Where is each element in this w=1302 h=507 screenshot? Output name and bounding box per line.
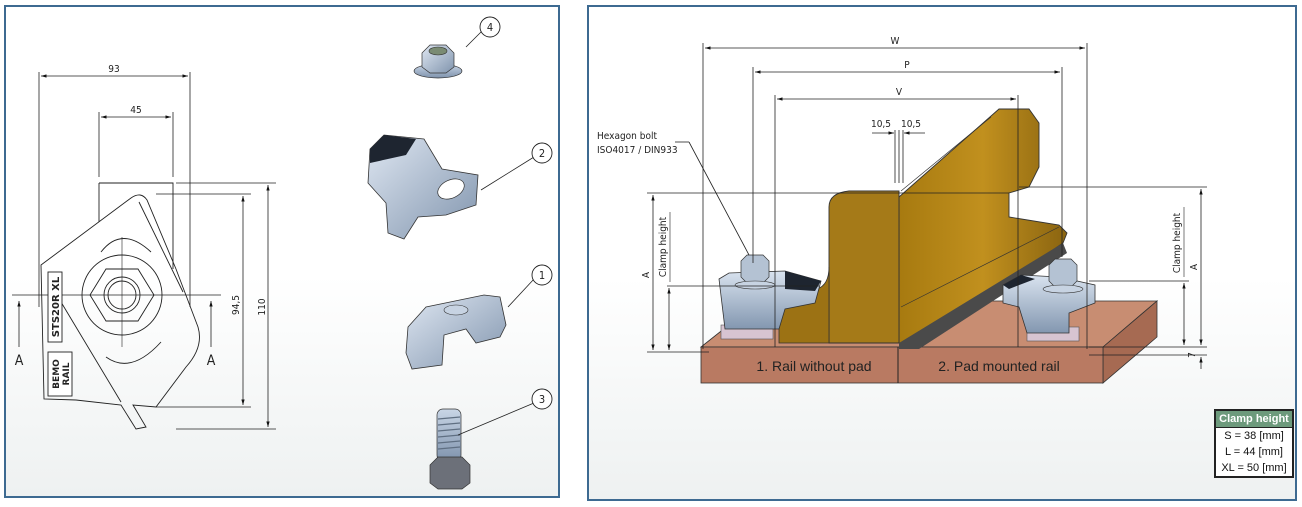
legend-title: Clamp height: [1216, 411, 1292, 428]
rail-profile: [778, 108, 1068, 349]
dimension-a-right: A Clamp height 7: [1019, 186, 1207, 369]
svg-text:A: A: [15, 353, 24, 369]
legend-row-l: L = 44 [mm]: [1225, 446, 1283, 458]
installation-diagram-panel: 1. Rail without pad 2. Pad mounted rail: [587, 5, 1297, 501]
label-rail-without-pad: 1. Rail without pad: [756, 358, 871, 374]
legend-row-xl: XL = 50 [mm]: [1221, 462, 1287, 474]
technical-drawing-panel: 93 45 94,5 110 A: [4, 5, 560, 498]
callout-line-2: ISO4017 / DIN933: [597, 145, 678, 156]
clamp-outline: [40, 182, 200, 430]
clamp-label-sts20r: STS20R XL: [47, 271, 63, 343]
label-pad-mounted-rail: 2. Pad mounted rail: [938, 358, 1059, 374]
dim-v-label: V: [896, 87, 903, 98]
dimension-45: 45: [98, 105, 174, 177]
clamp-label-bemo-rail: BEMO RAIL: [47, 351, 73, 397]
legend-row-s: S = 38 [mm]: [1224, 430, 1284, 442]
hexagon-bolt-callout: Hexagon bolt ISO4017 / DIN933: [597, 131, 750, 256]
svg-text:RAIL: RAIL: [62, 362, 72, 385]
rail-clamp-installation-drawing: 1. Rail without pad 2. Pad mounted rail: [597, 36, 1207, 384]
dim-94-5-label: 94,5: [231, 295, 242, 315]
dim-110-label: 110: [257, 298, 268, 315]
dim-gap-left-label: 10,5: [871, 119, 891, 130]
dimension-gaps: 10,5 10,5: [871, 119, 925, 183]
part-number-1: 1: [539, 269, 545, 282]
dim-a-left-label: A: [641, 271, 652, 278]
part-3-hexagon-bolt: 3: [429, 388, 553, 490]
dimension-94-5: 94,5: [156, 193, 251, 408]
clamp-height-legend: Clamp height S = 38 [mm] L = 44 [mm] XL …: [1214, 409, 1294, 478]
dim-45-label: 45: [130, 105, 141, 116]
clamp-height-right-label: Clamp height: [1172, 212, 1183, 273]
part-1-spacer-block: 1: [405, 264, 553, 370]
dimension-w: W: [702, 36, 1088, 349]
part-number-3: 3: [539, 393, 545, 406]
section-marker-right: A: [207, 301, 216, 369]
part-4-flange-nut: 4: [413, 16, 501, 79]
dim-a-right-label: A: [1189, 263, 1200, 270]
part-number-2: 2: [539, 147, 545, 160]
dimension-110: 110: [176, 182, 276, 430]
dim-gap-right-label: 10,5: [901, 119, 921, 130]
clamp-top-view-drawing: 93 45 94,5 110 A: [12, 16, 553, 490]
section-marker-left: A: [15, 301, 24, 369]
clamp-height-left-label: Clamp height: [658, 216, 669, 277]
clamp-assembly-right: [1002, 258, 1096, 342]
dimension-93: 93: [38, 64, 191, 307]
svg-text:BEMO: BEMO: [52, 359, 62, 389]
dimension-a-left: A Clamp height: [641, 192, 1009, 353]
svg-text:STS20R XL: STS20R XL: [51, 276, 62, 337]
callout-line-1: Hexagon bolt: [597, 131, 657, 142]
svg-text:A: A: [207, 353, 216, 369]
dim-p-label: P: [904, 60, 910, 71]
dim-93-label: 93: [108, 64, 119, 75]
part-number-4: 4: [487, 21, 493, 34]
part-2-clamp-body: 2: [367, 134, 553, 240]
dimension-v: V: [774, 87, 1019, 347]
dimension-p: P: [752, 60, 1063, 263]
dim-pad-label: 7: [1187, 352, 1198, 358]
dim-w-label: W: [891, 36, 900, 47]
